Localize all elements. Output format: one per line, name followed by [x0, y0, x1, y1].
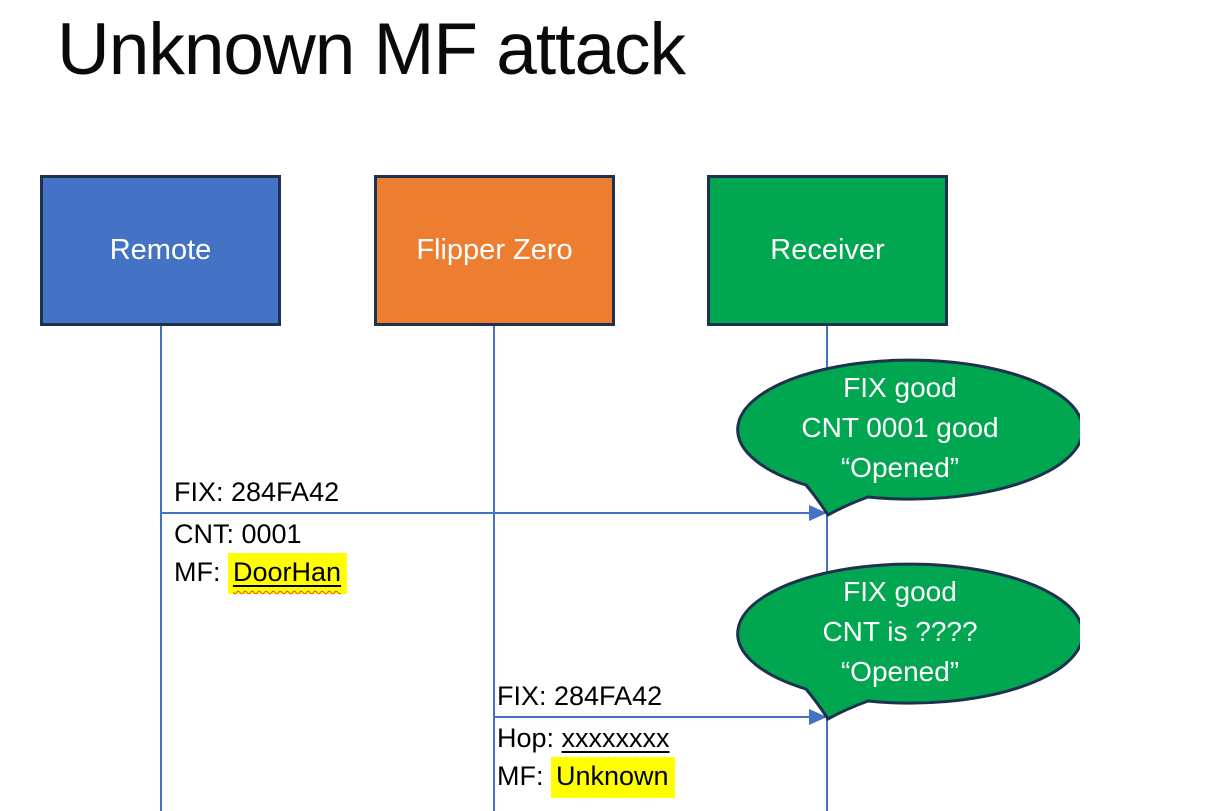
message1-mf-highlight: DoorHan — [228, 553, 348, 594]
callout2-line2: CNT is ???? — [822, 616, 978, 647]
message1-mf-label: MF: DoorHan — [174, 553, 348, 594]
message2-mf-prefix: MF: — [497, 761, 551, 791]
actor-box-receiver: Receiver — [707, 175, 948, 326]
callout2-line3: “Opened” — [840, 656, 960, 687]
actor-label-remote: Remote — [109, 234, 212, 266]
lifeline-receiver — [826, 326, 828, 811]
message1-mf-prefix: MF: — [174, 557, 228, 587]
message2-mf-highlight: Unknown — [551, 757, 675, 798]
spellcheck-squiggle: xxxxxxxx — [562, 723, 670, 753]
callout1-line3: “Opened” — [840, 452, 960, 483]
message2-mf-label: MF: Unknown — [497, 757, 675, 798]
callout1-text: FIX good CNT 0001 good “Opened” — [732, 368, 1068, 488]
message2-hop-value: xxxxxxxx — [561, 723, 670, 753]
callout-bubble-receiver-fooled — [736, 562, 1080, 721]
callout1-line2: CNT 0001 good — [801, 412, 999, 443]
message-line-flipper-to-receiver — [494, 716, 811, 718]
message1-cnt-label: CNT: 0001 — [174, 519, 302, 549]
callout1-line1: FIX good — [843, 372, 957, 403]
message1-fix-label: FIX: 284FA42 — [174, 477, 340, 507]
slide-title: Unknown MF attack — [57, 9, 686, 90]
message2-hop-label: Hop: xxxxxxxx — [497, 723, 670, 754]
callout2-text: FIX good CNT is ???? “Opened” — [732, 572, 1068, 692]
message-line-remote-to-receiver — [161, 512, 811, 514]
actor-label-flipper-zero: Flipper Zero — [416, 234, 573, 266]
message2-fix-label: FIX: 284FA42 — [497, 681, 663, 711]
actor-box-remote: Remote — [40, 175, 281, 326]
actor-box-flipper-zero: Flipper Zero — [374, 175, 615, 326]
message2-hop-prefix: Hop: — [497, 723, 562, 753]
spellcheck-squiggle: DoorHan — [233, 557, 341, 587]
lifeline-remote — [160, 326, 162, 811]
message2-mf-value: Unknown — [556, 761, 669, 791]
callout2-line1: FIX good — [843, 576, 957, 607]
lifeline-flipper-zero — [493, 326, 495, 811]
actor-label-receiver: Receiver — [770, 234, 885, 266]
message1-mf-value: DoorHan — [233, 557, 342, 587]
callout-bubble-receiver-ok — [736, 358, 1080, 517]
